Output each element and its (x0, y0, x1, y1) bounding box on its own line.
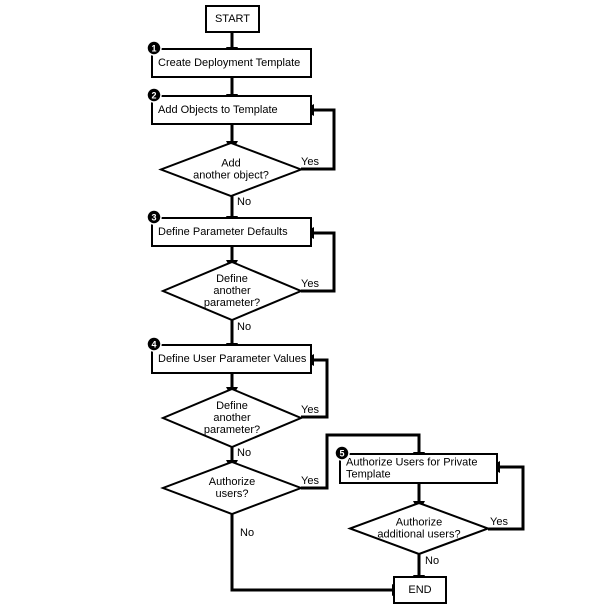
decision-shape (160, 387, 304, 449)
step-number-badge: 2 (146, 87, 162, 103)
node-label: users? (215, 488, 248, 500)
edge-label: Yes (490, 516, 508, 528)
edge-path (301, 108, 336, 171)
node-label: Define Parameter Defaults (158, 226, 288, 238)
node-label: Define User Parameter Values (158, 353, 307, 365)
edge-path (230, 514, 392, 592)
decision-shape (347, 501, 491, 556)
node-label: Define (216, 273, 248, 285)
edge-label: No (237, 196, 251, 208)
process-shape (151, 48, 312, 78)
badge-circle (146, 336, 162, 352)
node-label: END (408, 584, 431, 596)
badge-number: 5 (339, 449, 344, 459)
badge-number: 4 (151, 340, 156, 350)
terminator-shape (393, 576, 447, 604)
edge-label: No (425, 555, 439, 567)
step-number-badge: 1 (146, 40, 162, 56)
badge-circle (146, 209, 162, 225)
node-label: parameter? (204, 297, 260, 309)
node-label: Add (221, 157, 241, 169)
edge-label: No (240, 527, 254, 539)
edge-label: No (237, 447, 251, 459)
edge-label: Yes (301, 278, 319, 290)
edge-label: Yes (301, 475, 319, 487)
node-label: Add Objects to Template (158, 104, 278, 116)
edge-label: Yes (301, 156, 319, 168)
process-shape (151, 95, 312, 125)
terminator-shape (205, 5, 260, 33)
step-number-badge: 4 (146, 336, 162, 352)
node-label: START (215, 13, 250, 25)
edge-label: Yes (301, 404, 319, 416)
badge-circle (334, 445, 350, 461)
decision-shape (158, 141, 304, 198)
badge-circle (146, 87, 162, 103)
decision-shape (160, 260, 304, 322)
start-node: START (205, 5, 260, 33)
node-label: another (213, 285, 251, 297)
edge-label: No (237, 321, 251, 333)
decision-shape (160, 460, 304, 516)
node-label: Authorize (396, 516, 442, 528)
node-label: another (213, 412, 251, 424)
edge-path (301, 358, 329, 419)
node-label: Create Deployment Template (158, 57, 300, 69)
step-number-badge: 5 (334, 445, 350, 461)
step-number-badge: 3 (146, 209, 162, 225)
node-label: Authorize Users for Private (346, 456, 477, 468)
node-label: another object? (193, 169, 269, 181)
node-label: parameter? (204, 424, 260, 436)
node-label: Template (346, 468, 391, 480)
end-node: END (393, 576, 447, 604)
process-shape (151, 217, 312, 247)
process-shape (339, 453, 498, 484)
node-label: Authorize (209, 476, 255, 488)
edge-path (488, 465, 525, 531)
badge-number: 1 (151, 44, 156, 54)
badge-number: 2 (151, 91, 156, 101)
node-label: additional users? (377, 528, 460, 540)
node-label: Define (216, 400, 248, 412)
edge-path (301, 231, 336, 293)
badge-circle (146, 40, 162, 56)
process-shape (151, 344, 312, 374)
edge-path (301, 433, 421, 490)
badge-number: 3 (151, 213, 156, 223)
